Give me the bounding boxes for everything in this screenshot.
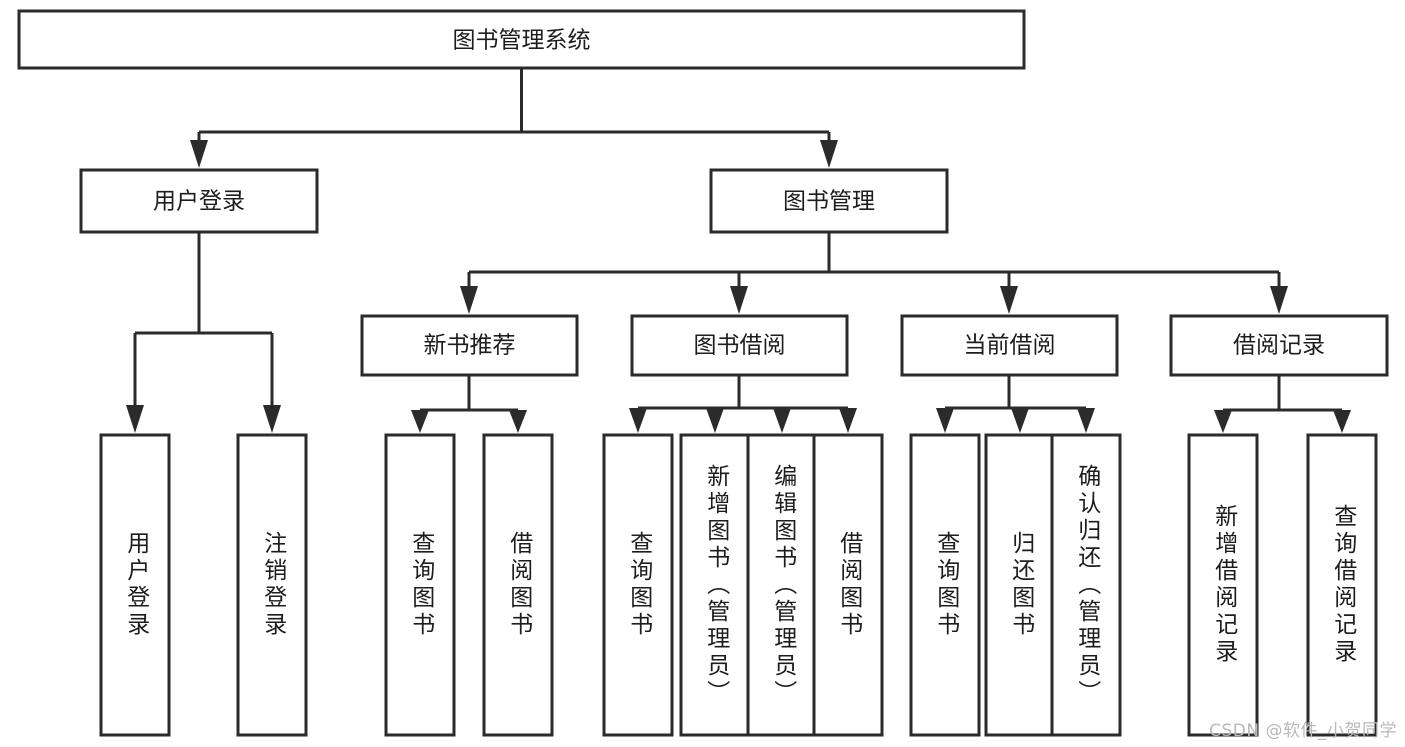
node-current-borrow-label: 当前借阅 (964, 333, 1056, 359)
leaf-box-borrow-book-2[interactable] (812, 433, 884, 737)
leaf-box-logout[interactable] (236, 433, 308, 737)
node-current-borrow[interactable]: 当前借阅 (900, 314, 1119, 377)
node-new-book-recommend-label: 新书推荐 (424, 333, 516, 359)
arrowhead-leaf-borrow-book-1 (509, 410, 527, 433)
leaf-box-user-login[interactable] (99, 433, 171, 737)
node-new-book-recommend[interactable]: 新书推荐 (360, 314, 579, 377)
node-book-borrow[interactable]: 图书借阅 (630, 314, 849, 377)
arrowhead-new-book-rec (460, 286, 478, 314)
leaf-box-query-book-1[interactable] (384, 433, 456, 737)
leaf-box-edit-book[interactable] (746, 433, 818, 737)
arrowhead-leaf-borrow-book-2 (839, 408, 857, 433)
node-book-borrow-label: 图书借阅 (694, 333, 786, 359)
arrowhead-leaf-user-login (126, 405, 144, 433)
leaf-box-query-record[interactable] (1306, 433, 1378, 737)
node-book-management-box[interactable] (709, 168, 949, 234)
arrowhead-book-borrow (730, 286, 748, 314)
node-borrow-record[interactable]: 借阅记录 (1169, 314, 1389, 377)
arrowhead-current-borrow (1000, 286, 1018, 314)
node-new-book-recommend-box[interactable] (360, 314, 579, 377)
leaf-box-add-record[interactable] (1187, 433, 1259, 737)
node-user-login-label: 用户登录 (153, 189, 245, 215)
leaf-box-return-book[interactable] (984, 433, 1056, 737)
node-book-borrow-box[interactable] (630, 314, 849, 377)
node-borrow-record-label: 借阅记录 (1233, 333, 1325, 359)
leaf-box-layer (99, 433, 1378, 737)
node-root-label: 图书管理系统 (453, 28, 591, 54)
arrowhead-user-login (190, 140, 208, 168)
arrowhead-leaf-query-record (1333, 410, 1351, 433)
arrowhead-leaf-query-book-1 (411, 410, 429, 433)
arrowhead-leaf-add-record (1214, 410, 1232, 433)
leaf-box-confirm-return[interactable] (1050, 433, 1122, 737)
node-book-management[interactable]: 图书管理 (709, 168, 949, 234)
connector-layer (126, 68, 1351, 433)
node-user-login[interactable]: 用户登录 (79, 168, 319, 234)
node-current-borrow-box[interactable] (900, 314, 1119, 377)
arrowhead-leaf-query-book-3 (936, 408, 954, 433)
leaf-box-query-book-2[interactable] (602, 433, 674, 737)
node-root-box[interactable] (17, 9, 1026, 70)
arrowhead-leaf-confirm-return (1077, 408, 1095, 433)
node-root[interactable]: 图书管理系统 (17, 9, 1026, 70)
node-book-management-label: 图书管理 (783, 189, 875, 215)
arrowhead-leaf-edit-book (773, 408, 791, 433)
arrowhead-book-mgmt (820, 140, 838, 168)
node-borrow-record-box[interactable] (1169, 314, 1389, 377)
arrowhead-leaf-logout (263, 405, 281, 433)
arrowhead-leaf-return-book (1011, 408, 1029, 433)
arrowhead-leaf-add-book (706, 408, 724, 433)
leaf-box-query-book-3[interactable] (909, 433, 981, 737)
csdn-watermark: CSDN @软件_小贺同学 (1209, 721, 1397, 741)
leaf-box-add-book[interactable] (679, 433, 751, 737)
arrowhead-borrow-record (1270, 286, 1288, 314)
leaf-box-borrow-book-1[interactable] (482, 433, 554, 737)
arrowhead-leaf-query-book-2 (629, 408, 647, 433)
node-user-login-box[interactable] (79, 168, 319, 234)
